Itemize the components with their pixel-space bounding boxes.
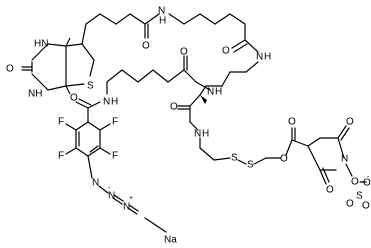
- azide-group: [98, 185, 167, 233]
- biotin-core: [21, 13, 101, 95]
- atom-O-succ-bottom: O: [326, 185, 334, 196]
- benzamide-ring: [65, 98, 111, 179]
- atom-N-succinimide: N: [341, 154, 348, 165]
- atom-O-lysine: O: [170, 102, 178, 113]
- atom-labels: HN NH S O O N H O N H O N H O N H O N H …: [6, 6, 371, 246]
- atom-Na: Na: [164, 235, 177, 246]
- atom-H-lysine: H: [215, 87, 222, 98]
- atom-N-lysine: N: [207, 87, 214, 98]
- atom-S-sulfonate: S: [356, 191, 363, 202]
- atom-H-linker1: H: [159, 16, 166, 27]
- atom-O-succ-top: O: [346, 117, 354, 128]
- atom-O-ureido: O: [6, 64, 14, 75]
- atom-H-linker2: H: [264, 52, 271, 63]
- succinimide-ring: [307, 125, 367, 185]
- atom-NH-biotin: NH: [28, 89, 42, 100]
- atom-O-amide3: O: [180, 47, 188, 58]
- atom-H-cystamine: H: [202, 129, 209, 140]
- atom-F-right-bottom: F: [112, 151, 118, 162]
- atom-S2-disulfide: S: [247, 160, 254, 171]
- atom-N-azide-1: N: [92, 178, 99, 189]
- hexanoyl-linker-2: [106, 55, 211, 95]
- atom-O-sulfonate-bottom: O: [362, 201, 370, 212]
- atom-O-valerate: O: [142, 41, 150, 52]
- atom-O-ester: O: [280, 154, 288, 165]
- charge-plus-azide: +: [129, 195, 133, 202]
- hexanoyl-linker-1: [168, 13, 259, 53]
- valerate-chain: [99, 13, 160, 39]
- atom-F-left-top: F: [58, 117, 64, 128]
- lysine-alpha: [177, 94, 207, 131]
- atom-N-linker2: N: [256, 52, 263, 63]
- atom-F-left-bottom: F: [58, 151, 64, 162]
- atom-O-sulfonate-minus: O: [363, 178, 371, 189]
- atom-N-azide-3: N: [123, 202, 130, 213]
- atom-N-azide-2: N: [108, 191, 115, 202]
- atom-O-linker1: O: [222, 46, 230, 57]
- atom-S-biotin: S: [87, 81, 94, 92]
- atom-H-hexanoyl: H: [111, 97, 118, 108]
- atom-N-linker1: N: [158, 6, 165, 17]
- atom-S1-disulfide: S: [231, 153, 238, 164]
- charge-minus-azide: -: [108, 185, 111, 192]
- atom-N-cystamine: N: [194, 129, 201, 140]
- atom-N-hexanoyl: N: [103, 97, 110, 108]
- atom-O-benzamide: O: [70, 93, 78, 104]
- lysine-side-chain: [199, 61, 259, 96]
- atom-O-ester-carbonyl: O: [288, 117, 296, 128]
- cystamine-linker: [199, 127, 309, 165]
- atom-O-sulfonate-top: O: [346, 199, 354, 210]
- atom-F-right-top: F: [112, 117, 118, 128]
- atom-O-NO: O: [351, 177, 359, 188]
- atom-HN-biotin: HN: [34, 39, 48, 50]
- charge-minus-sulfonate: -: [367, 174, 370, 181]
